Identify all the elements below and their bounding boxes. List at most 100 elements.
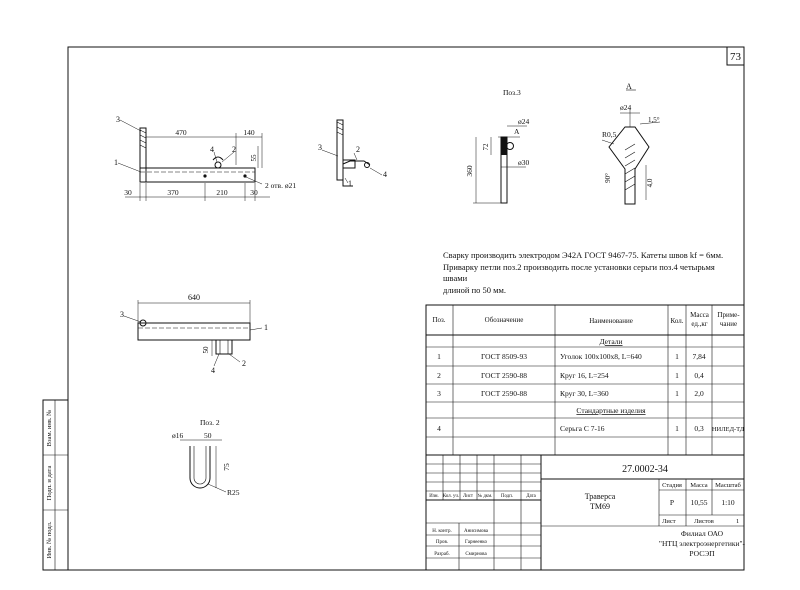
plan-view <box>123 300 263 367</box>
pos3-dim-24: ø24 <box>518 117 530 126</box>
tb-mass-label: Масса <box>690 482 708 489</box>
spec-section-details: Детали <box>599 337 622 346</box>
spec-row4-pos: 4 <box>437 424 441 433</box>
tb-role-2: Пров. <box>436 540 448 545</box>
item-name-1: Траверса <box>585 492 616 501</box>
pos3-dim-360: 360 <box>465 165 474 177</box>
pos2-dim-50: 50 <box>204 431 212 440</box>
spec-head-pos: Поз. <box>432 316 445 324</box>
leader-plan-4: 4 <box>211 366 215 375</box>
dim-holes: 2 отв. ø21 <box>265 181 296 190</box>
spec-row4-qty: 1 <box>675 424 679 433</box>
plan-dim-50: 50 <box>202 346 210 354</box>
spec-head-note: Приме-чание <box>717 311 740 328</box>
tb-name-1: Анисимова <box>464 529 489 534</box>
pos3-dim-72: 72 <box>482 143 490 151</box>
leader-plan-2: 2 <box>242 359 246 368</box>
pos3-rod-view <box>473 125 527 204</box>
tb-col-doc: № дкм. <box>478 493 493 499</box>
section-dim-90: 90° <box>604 173 612 183</box>
spec-row1-mass: 7,84 <box>692 352 705 361</box>
spec-head-qty: Кол. <box>671 317 684 325</box>
tb-name-3: Смирнова <box>465 552 487 557</box>
note-line-1: Сварку производить электродом Э42А ГОСТ … <box>443 250 724 260</box>
dim-55: 55 <box>250 154 258 162</box>
note-line-2: Приварку петли поз.2 производить после у… <box>443 261 715 284</box>
spec-head-mass-wrap: Масса ед.,кг <box>690 311 709 328</box>
tb-col-sign: Подп. <box>501 494 513 499</box>
spec-section-standard: Стандартные изделия <box>576 406 646 415</box>
org-line-2: "НТЦ электроэнергетики"- <box>659 539 746 548</box>
leader-side-3: 3 <box>318 143 322 152</box>
tb-name-2: Гарнеенко <box>465 540 487 545</box>
leader-main-3: 3 <box>116 115 120 124</box>
tb-col-list: Лист <box>463 494 474 499</box>
tb-sheets-value: 1 <box>736 518 739 525</box>
spec-row3-name: Круг 30, L=360 <box>560 389 609 398</box>
dim-470: 470 <box>175 128 187 137</box>
section-dim-r: R0,5 <box>602 130 617 139</box>
leader-plan-3: 3 <box>120 310 124 319</box>
spec-row2-pos: 2 <box>437 371 441 380</box>
pos2-dim-16: ø16 <box>172 431 184 440</box>
tb-mass-value: 10,55 <box>691 498 708 507</box>
tb-col-izm: Изм. <box>429 494 439 499</box>
spec-table-grid <box>425 304 745 456</box>
page-number: 73 <box>730 51 742 63</box>
spec-head-designation: Обозначение <box>485 316 524 324</box>
section-dim-24: ø24 <box>620 103 632 112</box>
pos2-loop-view <box>180 439 227 493</box>
spec-row4-name: Серьга С 7-16 <box>560 424 605 433</box>
title-block-grid <box>425 454 745 571</box>
spec-row1-name: Уголок 100х100х8, L=640 <box>560 352 642 361</box>
note-line-3: длиной по 50 мм. <box>443 284 507 295</box>
org-line-3: РОСЭП <box>689 549 715 558</box>
stamp-inv-original: Инв. № подл. <box>46 521 53 558</box>
pos2-title: Поз. 2 <box>200 418 220 427</box>
stamp-replace-inv: Взам. инв. № <box>46 410 53 447</box>
pos3-a-marker: А <box>514 127 520 136</box>
tb-stage-value: Р <box>670 498 674 507</box>
dim-370: 370 <box>167 188 179 197</box>
leader-main-1: 1 <box>114 158 118 167</box>
section-dim-angle: 1,5° <box>648 116 660 124</box>
leader-main-4: 4 <box>210 145 214 154</box>
tb-col-kol: Кол. уч. <box>443 494 459 499</box>
technical-notes: Сварку производить электродом Э42А ГОСТ … <box>443 250 733 296</box>
tb-sheet-label: Лист <box>662 518 676 525</box>
spec-head-note-wrap: Приме-чание <box>717 311 740 328</box>
tb-role-1: Н. контр. <box>432 529 451 534</box>
spec-row3-mass: 2,0 <box>694 389 704 398</box>
side-view <box>321 119 383 187</box>
section-a-title: А <box>626 82 632 91</box>
leader-side-4: 4 <box>383 170 387 179</box>
leader-plan-1: 1 <box>264 323 268 332</box>
spec-row3-designation: ГОСТ 2590-88 <box>481 389 527 398</box>
spec-head-mass: Масса ед.,кг <box>690 311 709 328</box>
plan-dim-640: 640 <box>188 293 200 302</box>
spec-row4-mass: 0,3 <box>694 424 704 433</box>
spec-row2-name: Круг 16, L=254 <box>560 371 609 380</box>
spec-row3-qty: 1 <box>675 389 679 398</box>
main-front-view <box>117 119 270 201</box>
item-name-2: ТМ69 <box>590 502 610 511</box>
stamp-sign-date: Подп. и дата <box>46 466 53 501</box>
pos3-dim-30: ø30 <box>518 158 530 167</box>
side-stamp: Взам. инв. № Подп. и дата Инв. № подл. <box>42 399 69 571</box>
spec-row3-pos: 3 <box>437 389 441 398</box>
tb-role-3: Разраб. <box>434 552 450 557</box>
dim-210: 210 <box>216 188 228 197</box>
spec-row1-pos: 1 <box>437 352 441 361</box>
spec-row2-mass: 0,4 <box>694 371 704 380</box>
dim-30a: 30 <box>124 188 132 197</box>
leader-main-2: 2 <box>232 145 236 154</box>
pos2-dim-75: 75 <box>222 463 231 471</box>
tb-sheets-label: Листов <box>694 518 714 525</box>
tb-scale-label: Масштаб <box>715 482 741 489</box>
org-line-1: Филиал ОАО <box>681 529 724 538</box>
spec-row4-note: НИЛЕД-ТД <box>712 426 745 433</box>
leader-side-1: 1 <box>348 179 352 188</box>
spec-row1-qty: 1 <box>675 352 679 361</box>
section-a-view <box>601 89 661 205</box>
